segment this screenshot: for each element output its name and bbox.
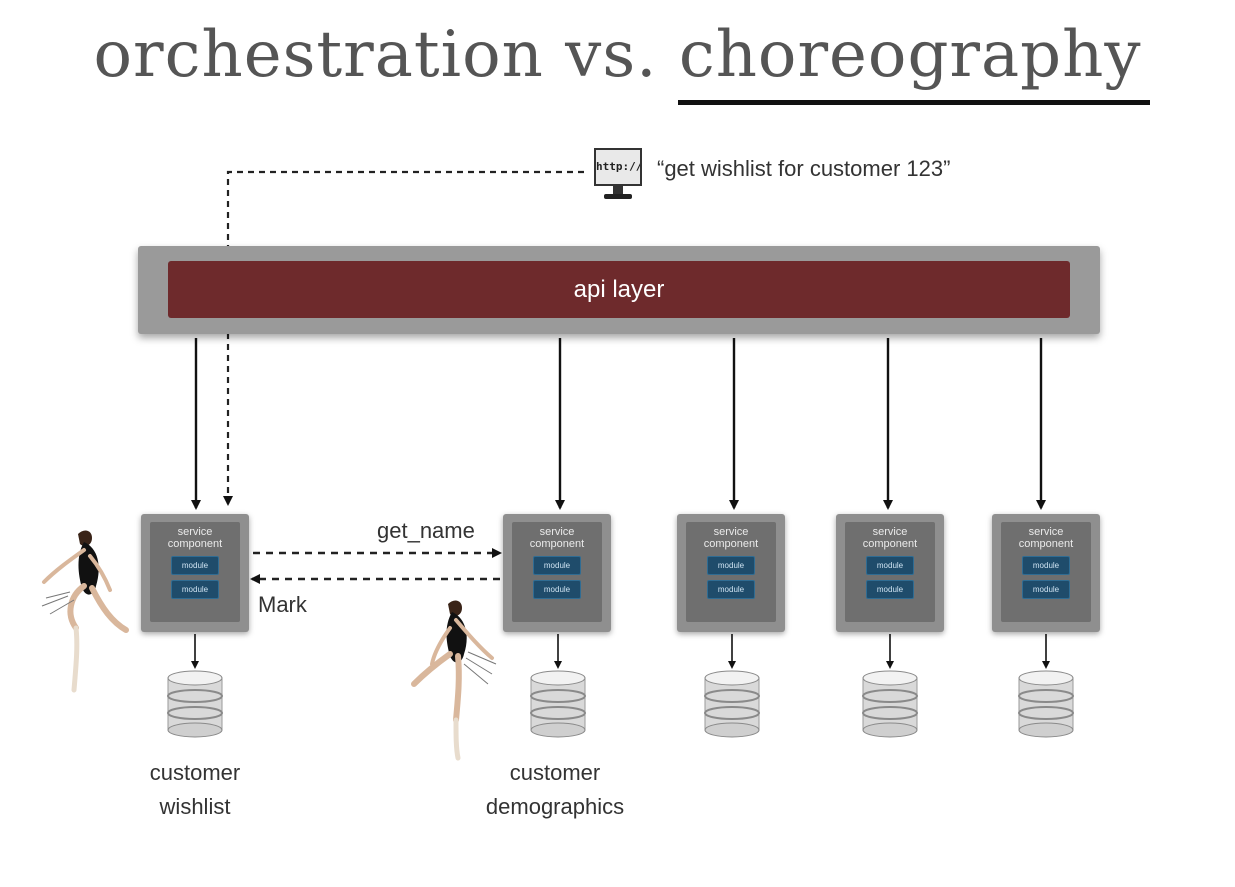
module-box: module — [533, 556, 581, 575]
http-monitor-icon: http:// — [592, 148, 644, 202]
title-underline — [678, 100, 1150, 105]
service-component-2: service component module module — [503, 514, 611, 632]
monitor-screen: http:// — [594, 148, 642, 186]
service-component-3: service component module module — [677, 514, 785, 632]
database-icon — [530, 670, 586, 738]
caption-line: wishlist — [159, 794, 231, 819]
request-dashed-path — [223, 170, 584, 506]
service-label: service component — [703, 526, 759, 550]
title-choreography: choreography — [678, 18, 1142, 92]
service-label: service component — [862, 526, 918, 550]
service-label: service component — [1018, 526, 1074, 550]
db-caption-wishlist: customer wishlist — [115, 756, 275, 824]
database-icon — [862, 670, 918, 738]
api-layer-label: api layer — [168, 261, 1070, 318]
module-box: module — [171, 556, 219, 575]
monitor-base — [604, 194, 632, 199]
api-layer-panel: api layer — [138, 246, 1100, 334]
module-box: module — [866, 556, 914, 575]
database-icon — [704, 670, 760, 738]
module-box: module — [171, 580, 219, 599]
caption-line: customer — [509, 760, 601, 785]
get-name-label: get_name — [377, 518, 475, 543]
database-icon — [1018, 670, 1074, 738]
caption-line: customer — [149, 760, 241, 785]
module-box: module — [1022, 556, 1070, 575]
module-box: module — [707, 556, 755, 575]
mark-label: Mark — [258, 592, 307, 617]
service-label: service component — [529, 526, 585, 550]
dancer-image — [41, 530, 129, 693]
monitor-stand — [613, 186, 623, 194]
module-box: module — [1022, 580, 1070, 599]
request-text: “get wishlist for customer 123” — [657, 156, 951, 181]
db-caption-demographics: customer demographics — [455, 756, 655, 824]
module-box: module — [866, 580, 914, 599]
service-component-5: service component module module — [992, 514, 1100, 632]
database-icon — [167, 670, 223, 738]
slide-title: orchestration vs. choreography — [0, 18, 1235, 92]
service-component-4: service component module module — [836, 514, 944, 632]
title-orchestration: orchestration vs. — [93, 18, 658, 92]
module-box: module — [533, 580, 581, 599]
module-box: module — [707, 580, 755, 599]
caption-line: demographics — [485, 794, 625, 819]
service-component-1: service component module module — [141, 514, 249, 632]
dancer-image — [411, 600, 497, 761]
service-label: service component — [167, 526, 223, 550]
